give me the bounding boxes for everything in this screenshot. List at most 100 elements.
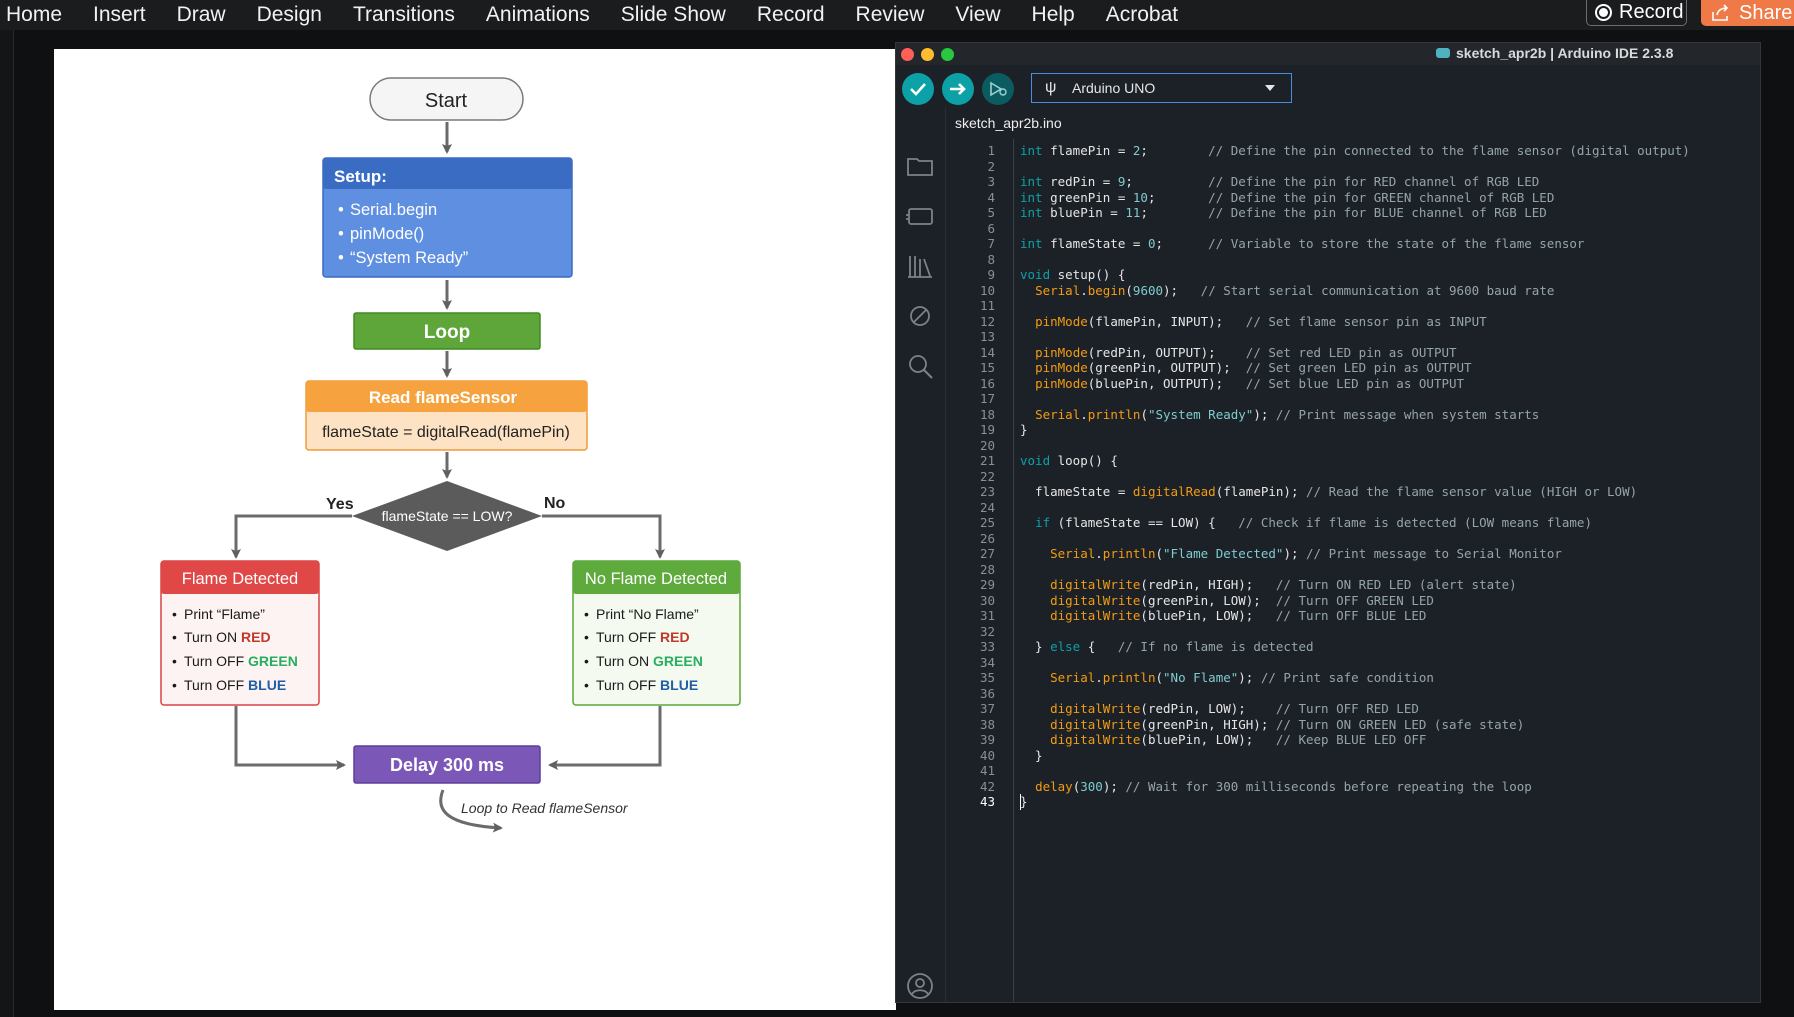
line-number: 42: [979, 778, 995, 794]
code-line: 32: [947, 623, 1760, 641]
ribbon-tab-insert[interactable]: Insert: [93, 3, 146, 26]
delay-label: Delay 300 ms: [390, 755, 504, 775]
gutter-divider: [1013, 139, 1014, 1002]
ribbon-tab-design[interactable]: Design: [256, 3, 322, 26]
board-manager-icon[interactable]: [905, 201, 935, 231]
line-number: 29: [979, 577, 995, 592]
decision-label: flameState == LOW?: [382, 508, 513, 524]
code-text: }: [1020, 422, 1028, 437]
code-line: 6: [947, 220, 1760, 238]
code-line: 38 digitalWrite(greenPin, HIGH); // Turn…: [947, 716, 1760, 734]
code-line: 25 if (flameState == LOW) { // Check if …: [947, 514, 1760, 532]
slide-canvas[interactable]: Start Setup: • Serial.begin • pinMode() …: [54, 49, 896, 1010]
no-label: No: [544, 495, 566, 512]
editor-tabs: sketch_apr2b.ino: [947, 107, 1760, 139]
loop-node: [353, 312, 541, 350]
code-line: 20: [947, 437, 1760, 455]
setup-item: Serial.begin: [350, 201, 437, 219]
account-icon[interactable]: [905, 971, 935, 1001]
line-number: 43: [979, 794, 995, 809]
code-line: 34: [947, 654, 1760, 672]
line-number: 40: [979, 747, 995, 763]
line-number: 10: [979, 282, 995, 298]
record-button[interactable]: Record: [1586, 0, 1687, 26]
ribbon-tab-draw[interactable]: Draw: [176, 3, 226, 26]
ribbon-tab-animations[interactable]: Animations: [485, 3, 590, 26]
search-icon[interactable]: [905, 351, 935, 381]
minimize-window-button[interactable]: [921, 48, 934, 61]
setup-item-bullet: •: [338, 249, 344, 267]
line-number: 39: [979, 732, 995, 747]
close-window-button[interactable]: [901, 48, 914, 61]
code-text: Serial.println("System Ready"); // Print…: [1035, 406, 1540, 422]
code-line: 8: [947, 251, 1760, 269]
code-text: int flamePin = 2; // Define the pin conn…: [1020, 143, 1690, 158]
code-text: if (flameState == LOW) { // Check if fla…: [1035, 515, 1592, 530]
line-number: 6: [987, 220, 995, 236]
ribbon-tab-transitions[interactable]: Transitions: [352, 3, 455, 26]
library-icon[interactable]: [905, 251, 935, 281]
upload-icon: [950, 83, 966, 95]
zoom-window-button[interactable]: [941, 48, 954, 61]
line-number: 2: [987, 158, 995, 174]
code-line: 17: [947, 390, 1760, 408]
line-number: 4: [987, 189, 995, 205]
code-text: digitalWrite(greenPin, LOW); // Turn OFF…: [1050, 592, 1434, 608]
share-button[interactable]: Share: [1701, 0, 1794, 26]
board-selector[interactable]: ψ Arduino UNO: [1031, 73, 1292, 103]
code-line: 2: [947, 158, 1760, 176]
setup-node-header: [323, 158, 572, 189]
code-line: 37 digitalWrite(redPin, LOW); // Turn OF…: [947, 700, 1760, 718]
code-line: 19}: [947, 421, 1760, 439]
code-line: 22: [947, 468, 1760, 486]
read-sensor-title: Read flameSensor: [369, 388, 518, 407]
code-line: 42 delay(300); // Wait for 300 milliseco…: [947, 778, 1760, 796]
setup-item-bullet: •: [338, 225, 344, 243]
usb-icon: ψ: [1045, 79, 1057, 96]
line-number: 9: [987, 267, 995, 282]
line-number: 37: [979, 701, 995, 716]
ribbon-tab-review[interactable]: Review: [855, 3, 925, 26]
line-number: 22: [979, 468, 995, 484]
code-line: 40 }: [947, 747, 1760, 765]
ribbon-tab-home[interactable]: Home: [6, 3, 63, 26]
ribbon-tab-slide-show[interactable]: Slide Show: [620, 3, 726, 26]
code-text: int greenPin = 10; // Define the pin for…: [1020, 189, 1555, 205]
line-number: 11: [979, 298, 995, 313]
flowchart-connectors: [231, 122, 665, 833]
ribbon-tab-view[interactable]: View: [955, 3, 1001, 26]
line-number: 14: [979, 344, 995, 360]
setup-item: pinMode(): [350, 225, 424, 243]
line-number: 19: [979, 422, 995, 437]
line-number: 27: [979, 546, 995, 561]
line-number: 34: [979, 654, 995, 670]
ribbon-tab-help[interactable]: Help: [1031, 3, 1075, 26]
code-line: 15 pinMode(greenPin, OUTPUT); // Set gre…: [947, 359, 1760, 377]
flame-item: Turn OFF GREEN: [184, 653, 298, 669]
code-line: 11: [947, 297, 1760, 315]
code-text: pinMode(greenPin, OUTPUT); // Set green …: [1035, 360, 1472, 375]
verify-button[interactable]: [902, 73, 934, 105]
tab-sketch-file[interactable]: sketch_apr2b.ino: [947, 107, 1070, 139]
text-cursor: [1020, 794, 1021, 810]
ide-titlebar: sketch_apr2b | Arduino IDE 2.3.8: [896, 43, 1760, 65]
code-line: 35 Serial.println("No Flame"); // Print …: [947, 669, 1760, 687]
folder-icon[interactable]: [905, 151, 935, 181]
code-line: 39 digitalWrite(bluePin, LOW); // Keep B…: [947, 731, 1760, 749]
debug-off-icon[interactable]: [905, 301, 935, 331]
code-line: 4 int greenPin = 10; // Define the pin fo…: [947, 189, 1760, 207]
upload-button[interactable]: [942, 73, 974, 105]
code-text: void setup() {: [1020, 267, 1126, 282]
code-text: void loop() {: [1020, 453, 1118, 468]
line-number: 8: [987, 251, 995, 267]
debug-button[interactable]: [982, 73, 1014, 105]
flame-detected-list: • Print “Flame” • Turn ON RED • Turn OFF…: [172, 606, 298, 693]
ribbon-tab-record[interactable]: Record: [756, 3, 825, 26]
line-number: 35: [979, 670, 995, 685]
svg-text:•: •: [584, 677, 589, 693]
share-icon: [1712, 4, 1729, 21]
ribbon-tab-acrobat[interactable]: Acrobat: [1105, 3, 1179, 26]
